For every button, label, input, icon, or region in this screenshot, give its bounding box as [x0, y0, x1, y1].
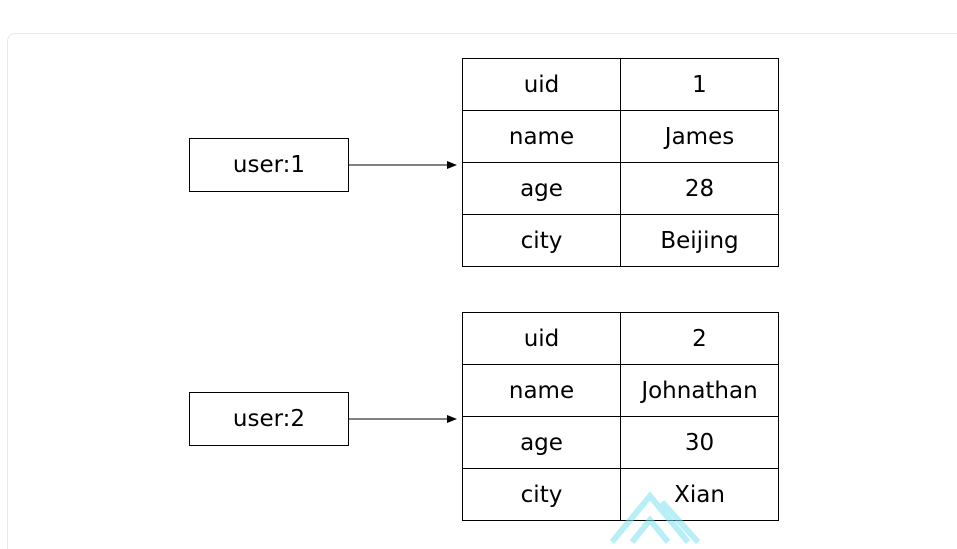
value-cell: Johnathan — [620, 364, 779, 417]
field-cell: age — [462, 162, 621, 215]
table-row: age 30 — [462, 416, 779, 469]
table-row: age 28 — [462, 162, 779, 215]
field-cell: age — [462, 416, 621, 469]
table-row: uid 2 — [462, 312, 779, 365]
value-cell: 30 — [620, 416, 779, 469]
field-cell: city — [462, 214, 621, 267]
table-row: city Beijing — [462, 214, 779, 267]
value-cell: 28 — [620, 162, 779, 215]
hash-table-user-1: uid 1 name James age 28 city Beijing — [462, 58, 779, 267]
value-cell: Beijing — [620, 214, 779, 267]
field-cell: uid — [462, 312, 621, 365]
value-cell: 2 — [620, 312, 779, 365]
field-cell: uid — [462, 58, 621, 111]
table-row: city Xian — [462, 468, 779, 521]
hash-table-user-2: uid 2 name Johnathan age 30 city Xian — [462, 312, 779, 521]
value-cell: James — [620, 110, 779, 163]
table-row: name Johnathan — [462, 364, 779, 417]
key-box-user-1: user:1 — [189, 138, 349, 192]
field-cell: city — [462, 468, 621, 521]
table-row: uid 1 — [462, 58, 779, 111]
key-box-user-2: user:2 — [189, 392, 349, 446]
value-cell: 1 — [620, 58, 779, 111]
value-cell: Xian — [620, 468, 779, 521]
field-cell: name — [462, 364, 621, 417]
table-row: name James — [462, 110, 779, 163]
field-cell: name — [462, 110, 621, 163]
